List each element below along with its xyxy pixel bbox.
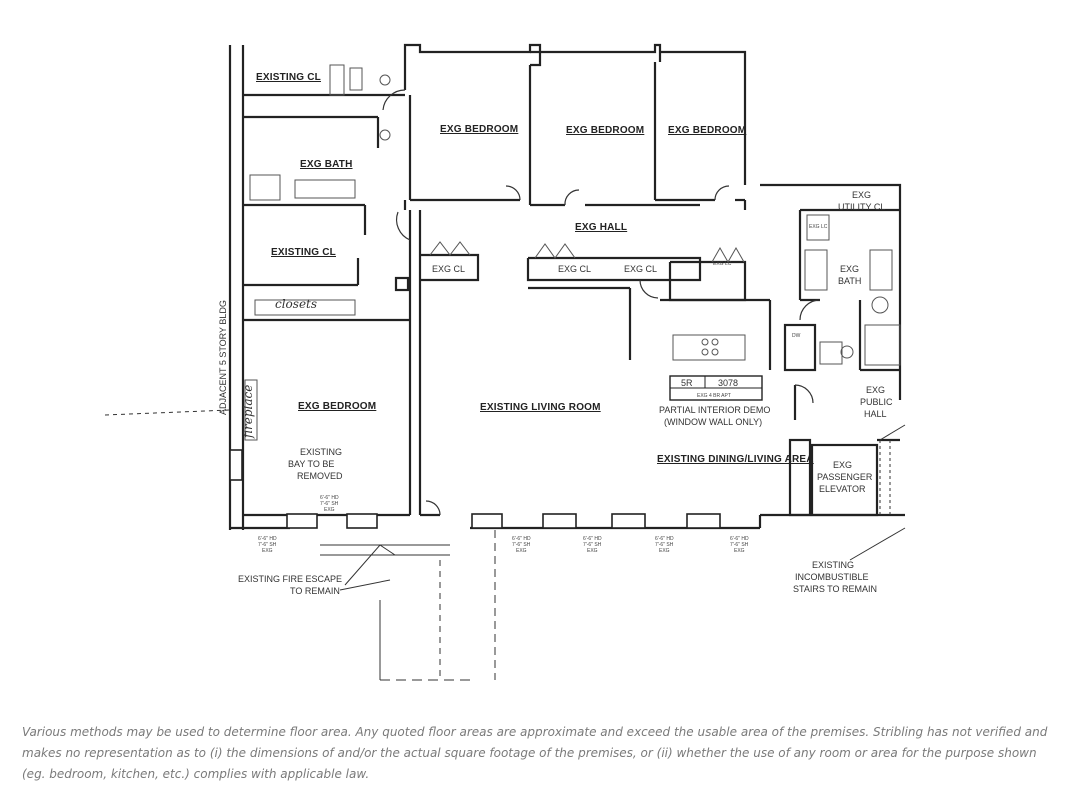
label-fireplace-note: fireplace [241, 385, 255, 439]
label-exg-cl-c: EXG CL [624, 264, 657, 274]
window-tag-2-hd: 6'-6" HD [320, 495, 339, 501]
window-tag-4-sh: 7'-6" SH [583, 542, 602, 548]
label-exg-lc-right: EXG LC [713, 261, 732, 267]
label-exg-lc-small: EXG LC [809, 224, 828, 230]
window-tag-6-sh: 7'-6" SH [730, 542, 749, 548]
window-tag-3-exg: EXG [516, 548, 527, 554]
label-stairs-1: EXISTING [812, 560, 854, 570]
window-tag-1-exg: EXG [262, 548, 273, 554]
window-tag-5-sh: 7'-6" SH [655, 542, 674, 548]
doors [382, 89, 821, 516]
floor-plan-drawing: EXISTING CL EXG BATH EXISTING CL closets… [104, 43, 906, 681]
window-tag-1-hd: 6'-6" HD [258, 536, 277, 542]
label-public-hall-2: PUBLIC [860, 397, 893, 407]
label-exg-cl-b: EXG CL [558, 264, 591, 274]
window-tag-6-hd: 6'-6" HD [730, 536, 749, 542]
label-adjacent-bldg: ADJACENT 5 STORY BLDG [218, 300, 228, 415]
floor-plan: EXISTING CL EXG BATH EXISTING CL closets… [104, 43, 906, 681]
label-living-room: EXISTING LIVING ROOM [480, 402, 601, 413]
label-utility-cl-1: EXG [852, 190, 871, 200]
label-exg-bath-left: EXG BATH [300, 159, 353, 170]
window-tag-2-sh: 7'-6" SH [320, 501, 339, 507]
label-public-hall-1: EXG [866, 385, 885, 395]
apt-desc: EXG 4 BR APT [697, 393, 731, 399]
label-exg-cl-a: EXG CL [432, 264, 465, 274]
label-exg-hall: EXG HALL [575, 222, 627, 233]
window-tag-3-sh: 7'-6" SH [512, 542, 531, 548]
label-bay-3: REMOVED [297, 471, 343, 481]
label-fire-escape-2: TO REMAIN [290, 586, 340, 596]
label-bath-right-2: BATH [838, 276, 861, 286]
window-tag-6-exg: EXG [734, 548, 745, 554]
label-elevator-3: ELEVATOR [819, 484, 866, 494]
label-fire-escape-1: EXISTING FIRE ESCAPE [238, 574, 342, 584]
window-tag-4-exg: EXG [587, 548, 598, 554]
window-tag-4-hd: 6'-6" HD [583, 536, 602, 542]
demo-note-line-2: (WINDOW WALL ONLY) [664, 417, 762, 427]
window-tags: 6'-6" HD 7'-6" SH EXG 6'-6" HD 7'-6" SH … [258, 495, 749, 554]
fixtures [244, 64, 901, 441]
label-bedroom-3: EXG BEDROOM [668, 125, 746, 136]
label-dw: DW [792, 333, 801, 339]
label-existing-cl-mid: EXISTING CL [271, 247, 336, 258]
window-tag-3-hd: 6'-6" HD [512, 536, 531, 542]
label-bedroom-left: EXG BEDROOM [298, 401, 376, 412]
window-tag-2-exg: EXG [324, 507, 335, 513]
label-existing-cl-top: EXISTING CL [256, 72, 321, 83]
apartment-info-box: 5R 3078 EXG 4 BR APT [669, 375, 763, 401]
exterior-lines [104, 409, 906, 681]
label-public-hall-3: HALL [864, 409, 887, 419]
label-closets-note: closets [275, 297, 317, 311]
demo-note-line-1: PARTIAL INTERIOR DEMO [659, 405, 770, 415]
label-elevator-1: EXG [833, 460, 852, 470]
window-tag-1-sh: 7'-6" SH [258, 542, 277, 548]
label-dining-living: EXISTING DINING/LIVING AREA [657, 454, 814, 465]
window-tag-5-exg: EXG [659, 548, 670, 554]
apt-number: 3078 [718, 378, 738, 388]
window-tag-5-hd: 6'-6" HD [655, 536, 674, 542]
label-stairs-2: INCOMBUSTIBLE [795, 572, 869, 582]
label-bedroom-1: EXG BEDROOM [440, 124, 518, 135]
label-stairs-3: STAIRS TO REMAIN [793, 584, 877, 594]
disclaimer-text: Various methods may be used to determine… [22, 725, 1048, 781]
windows [229, 449, 721, 529]
apt-unit: 5R [681, 378, 693, 388]
label-elevator-2: PASSENGER [817, 472, 873, 482]
label-bay-1: EXISTING [300, 447, 342, 457]
label-utility-cl-2: UTILITY CL [838, 202, 885, 212]
label-bay-2: BAY TO BE [288, 459, 334, 469]
label-bedroom-2: EXG BEDROOM [566, 125, 644, 136]
label-bath-right-1: EXG [840, 264, 859, 274]
